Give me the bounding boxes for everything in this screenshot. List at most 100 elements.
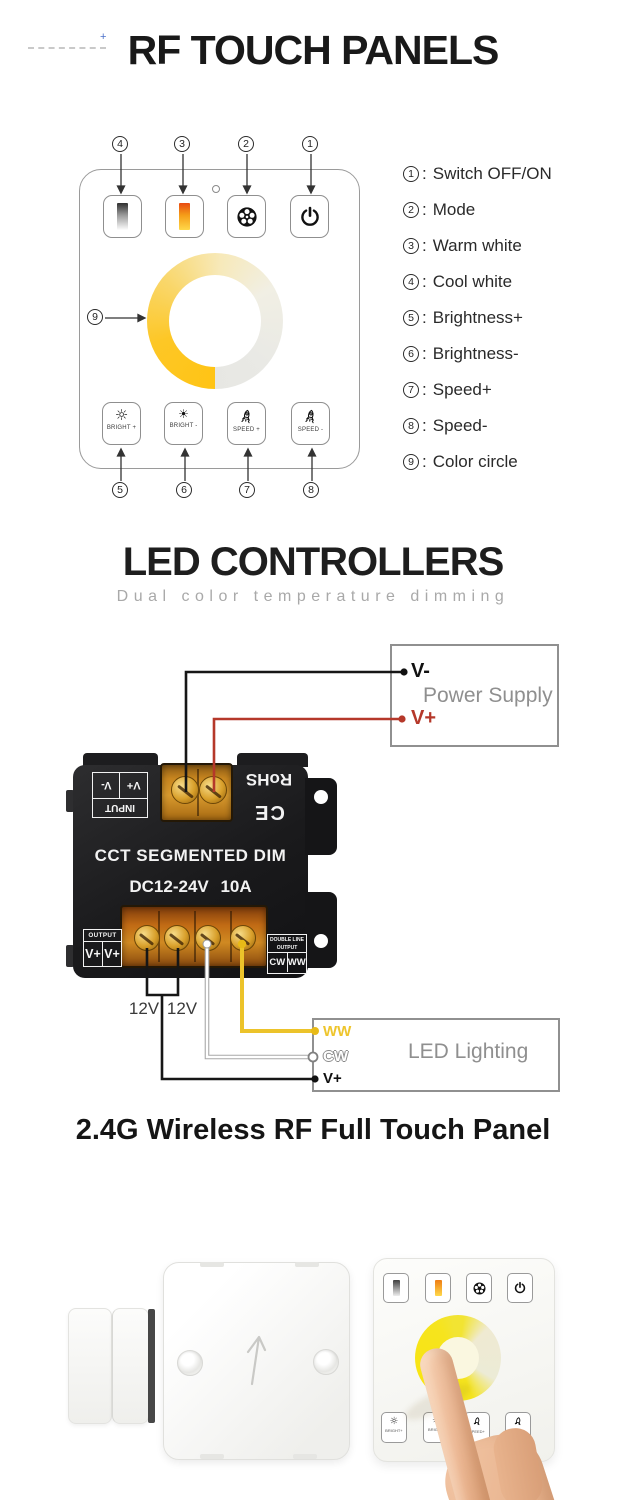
cool-white-gradient-bar-icon xyxy=(392,1280,400,1296)
ww-terminal-label: WW xyxy=(287,957,306,968)
watermark-mark: + xyxy=(100,31,107,43)
plate-notch xyxy=(295,1262,319,1267)
plate-notch xyxy=(200,1262,224,1267)
led-ww-label: WW xyxy=(323,1023,352,1040)
rocket-icon xyxy=(302,408,319,425)
plate-screw-hole-left xyxy=(177,1350,203,1376)
output-v1: V+ xyxy=(84,942,103,966)
legend-colon: : xyxy=(422,235,427,255)
plate-arrow-mark xyxy=(246,1335,267,1386)
watermark-dash-artifact xyxy=(28,47,106,49)
power-supply-vminus: V- xyxy=(411,660,430,682)
legend-num-5: 5 xyxy=(403,309,419,326)
led-lighting-box xyxy=(312,1018,560,1092)
plate-notch xyxy=(200,1454,224,1459)
power-supply-label: Power Supply xyxy=(423,684,553,707)
legend-colon: : xyxy=(422,307,427,327)
mode-wheel-icon xyxy=(235,205,259,229)
double-line-label2: OUTPUT xyxy=(268,944,306,953)
input-screw-1 xyxy=(171,776,199,804)
sun-outline-icon: ☼ xyxy=(389,1416,399,1427)
sun-outline-icon: ☼ xyxy=(114,406,129,424)
device-left-nub-2 xyxy=(66,945,74,967)
mini-power-button xyxy=(507,1273,533,1303)
legend-label-5: Brightness+ xyxy=(432,307,523,327)
led-lighting-label: LED Lighting xyxy=(408,1040,529,1063)
mini-warm-white-button xyxy=(425,1273,451,1303)
output-12v-left: 12V xyxy=(128,999,160,1018)
mini-bright-minus-label: BRIGHT- xyxy=(427,1427,445,1433)
mounting-clip-right xyxy=(112,1308,149,1424)
legend-label-6: Brightness- xyxy=(432,343,519,363)
speed-minus-button: SPEED - xyxy=(291,402,330,445)
mini-speed-plus-label: SPEED+ xyxy=(469,1429,485,1435)
power-icon xyxy=(298,205,322,229)
legend-label-2: Mode xyxy=(432,199,476,219)
double-line-output-plate: DOUBLE LINE OUTPUT CW WW xyxy=(267,934,307,974)
output-12v-right: 12V xyxy=(166,999,198,1018)
output-label: OUTPUT xyxy=(84,930,121,942)
output-screw-2 xyxy=(164,925,190,951)
controllers-subtitle: Dual color temperature dimming xyxy=(116,588,510,605)
rohs-mark: RoHS xyxy=(245,770,293,789)
input-vminus: V- xyxy=(101,779,112,792)
speed-plus-button: SPEED + xyxy=(227,402,266,445)
rocket-icon xyxy=(512,1416,524,1428)
output-screw-1 xyxy=(134,925,160,951)
warm-white-gradient-bar-icon xyxy=(179,203,190,230)
legend-label-9: Color circle xyxy=(432,451,518,471)
bright-plus-label: BRIGHT + xyxy=(106,425,137,431)
output-label-plate: OUTPUT V+ V+ xyxy=(83,929,122,967)
bright-plus-button: ☼ BRIGHT + xyxy=(102,402,141,445)
legend-label-4: Cool white xyxy=(432,271,513,291)
led-indicator-dot xyxy=(212,185,220,193)
callout-9: 9 xyxy=(87,309,103,325)
callout-2: 2 xyxy=(238,136,254,152)
legend-label-8: Speed- xyxy=(432,415,488,435)
legend-num-8: 8 xyxy=(403,417,419,434)
input-screw-2 xyxy=(199,776,227,804)
rf-title: RF TOUCH PANELS xyxy=(127,27,500,73)
device-spec: DC12-24V 10A xyxy=(129,877,252,896)
legend-item-8: 8:Speed- xyxy=(403,416,488,435)
rocket-icon xyxy=(238,408,255,425)
legend-num-3: 3 xyxy=(403,237,419,254)
mini-cool-white-button xyxy=(383,1273,409,1303)
led-vplus-label: V+ xyxy=(323,1070,342,1087)
legend-colon: : xyxy=(422,343,427,363)
controllers-title: LED CONTROLLERS xyxy=(122,540,505,584)
mini-mode-button xyxy=(466,1273,492,1303)
plate-screw-hole-right xyxy=(313,1349,339,1375)
power-supply-vplus: V+ xyxy=(411,707,437,729)
warm-white-button xyxy=(165,195,204,238)
legend-item-9: 9:Color circle xyxy=(403,452,518,471)
mounting-hole-bottom xyxy=(314,934,328,948)
speed-minus-label: SPEED - xyxy=(297,427,324,433)
legend-colon: : xyxy=(422,199,427,219)
touch-panel-photo: ☼ BRIGHT+ ☀ BRIGHT- SPEED+ xyxy=(355,1230,626,1500)
legend-colon: : xyxy=(422,379,427,399)
input-label: INPUT xyxy=(93,798,147,817)
photo-title: 2.4G Wireless RF Full Touch Panel xyxy=(75,1114,551,1146)
output-v2: V+ xyxy=(104,947,120,961)
cw-terminal-label: CW xyxy=(268,953,288,972)
mounting-hole-top xyxy=(314,790,328,804)
legend-num-9: 9 xyxy=(403,453,419,470)
legend-num-1: 1 xyxy=(403,165,419,182)
ce-mark: CE xyxy=(253,801,285,823)
callout-6: 6 xyxy=(176,482,192,498)
legend-num-6: 6 xyxy=(403,345,419,362)
output-screw-3 xyxy=(195,925,221,951)
mode-button xyxy=(227,195,266,238)
legend-colon: : xyxy=(422,451,427,471)
callout-4: 4 xyxy=(112,136,128,152)
legend-item-7: 7:Speed+ xyxy=(403,380,492,399)
legend-item-4: 4:Cool white xyxy=(403,272,512,291)
double-line-label1: DOUBLE LINE xyxy=(270,936,304,943)
legend-colon: : xyxy=(422,271,427,291)
device-flange-bottom xyxy=(305,892,337,968)
legend-num-2: 2 xyxy=(403,201,419,218)
output-screw-4 xyxy=(230,925,256,951)
sun-filled-icon: ☀ xyxy=(178,407,189,421)
legend-label-1: Switch OFF/ON xyxy=(432,163,552,183)
